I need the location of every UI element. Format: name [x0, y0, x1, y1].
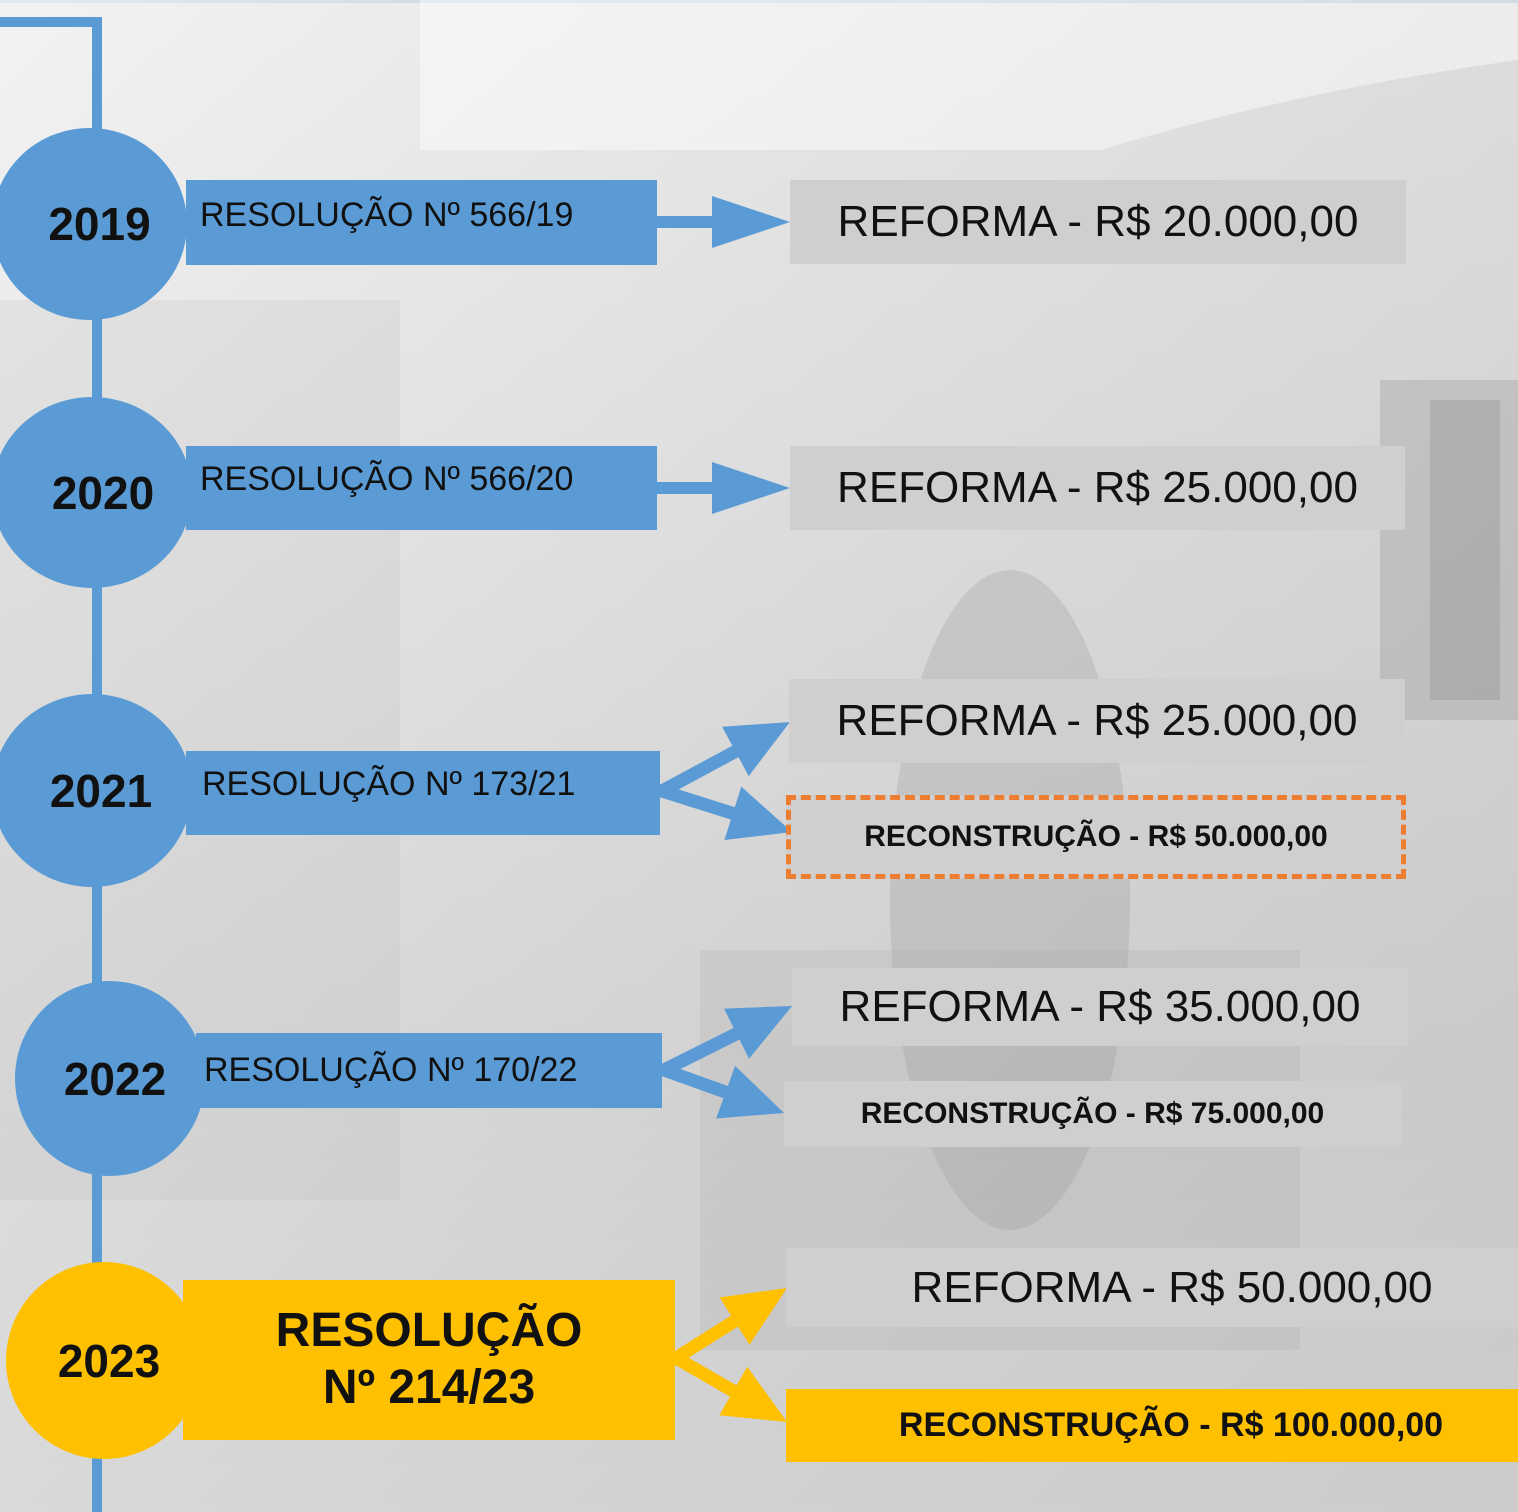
value-box-reforma-2023: REFORMA - R$ 50.000,00 [786, 1248, 1518, 1327]
arrow-head [712, 196, 790, 248]
value-box-reconstrucao-2023: RECONSTRUÇÃO - R$ 100.000,00 [786, 1389, 1518, 1462]
resolution-box-2021: RESOLUÇÃO Nº 173/21 [186, 751, 660, 835]
resolution-label: RESOLUÇÃO Nº 170/22 [204, 1051, 578, 1089]
value-box-reforma-2019: REFORMA - R$ 20.000,00 [790, 180, 1406, 264]
value-label: REFORMA - R$ 25.000,00 [836, 696, 1358, 745]
arrow-shaft [669, 1351, 745, 1401]
value-label: RECONSTRUÇÃO - R$ 50.000,00 [864, 820, 1328, 853]
arrow-head [722, 722, 790, 777]
year-label: 2022 [63, 1052, 167, 1105]
year-circle-2021: 2021 [0, 694, 192, 887]
resolution-label: RESOLUÇÃO Nº 566/20 [200, 460, 574, 498]
value-box-reforma-2022: REFORMA - R$ 35.000,00 [792, 968, 1408, 1046]
value-box-reforma-2020: REFORMA - R$ 25.000,00 [790, 446, 1405, 530]
arrow-head [724, 786, 792, 841]
year-circle-2023: 2023 [6, 1262, 202, 1459]
year-circle-2022: 2022 [15, 981, 205, 1176]
value-label: REFORMA - R$ 50.000,00 [911, 1262, 1433, 1312]
year-label: 2020 [51, 466, 155, 519]
value-label: REFORMA - R$ 25.000,00 [837, 463, 1358, 512]
arrow-shaft [669, 1311, 747, 1365]
arrow-head [712, 462, 790, 514]
arrow-head [716, 1065, 784, 1119]
value-box-reconstrucao-2021: RECONSTRUÇÃO - R$ 50.000,00 [786, 795, 1406, 879]
arrow-shaft [657, 1063, 738, 1101]
value-label: RECONSTRUÇÃO - R$ 100.000,00 [898, 1406, 1444, 1444]
resolution-label: RESOLUÇÃO Nº 173/21 [202, 765, 576, 803]
arrow-shaft [655, 742, 748, 798]
resolution-box-2020: RESOLUÇÃO Nº 566/20 [186, 446, 657, 530]
resolution-label: RESOLUÇÃO Nº 214/23 [275, 1304, 583, 1414]
resolution-box-2019: RESOLUÇÃO Nº 566/19 [186, 180, 657, 265]
arrow-head [719, 1366, 787, 1422]
value-label: REFORMA - R$ 35.000,00 [839, 982, 1361, 1031]
arrow-shaft [657, 1024, 749, 1077]
year-label: 2019 [48, 198, 151, 250]
year-circle-2019: 2019 [0, 128, 187, 320]
arrow-head [724, 1006, 792, 1059]
resolution-label: RESOLUÇÃO Nº 566/19 [200, 196, 574, 234]
resolution-box-2022: RESOLUÇÃO Nº 170/22 [196, 1033, 662, 1108]
value-box-reforma-2021: REFORMA - R$ 25.000,00 [789, 679, 1405, 763]
year-label: 2023 [57, 1334, 161, 1387]
value-label: RECONSTRUÇÃO - R$ 75.000,00 [860, 1097, 1325, 1130]
arrow-shaft [655, 784, 746, 822]
resolution-box-2023: RESOLUÇÃO Nº 214/23 [183, 1280, 675, 1440]
arrow-head [719, 1288, 787, 1345]
value-box-reconstrucao-2022: RECONSTRUÇÃO - R$ 75.000,00 [784, 1081, 1401, 1147]
year-label: 2021 [49, 764, 153, 817]
value-label: REFORMA - R$ 20.000,00 [837, 197, 1359, 246]
year-circle-2020: 2020 [0, 397, 192, 588]
